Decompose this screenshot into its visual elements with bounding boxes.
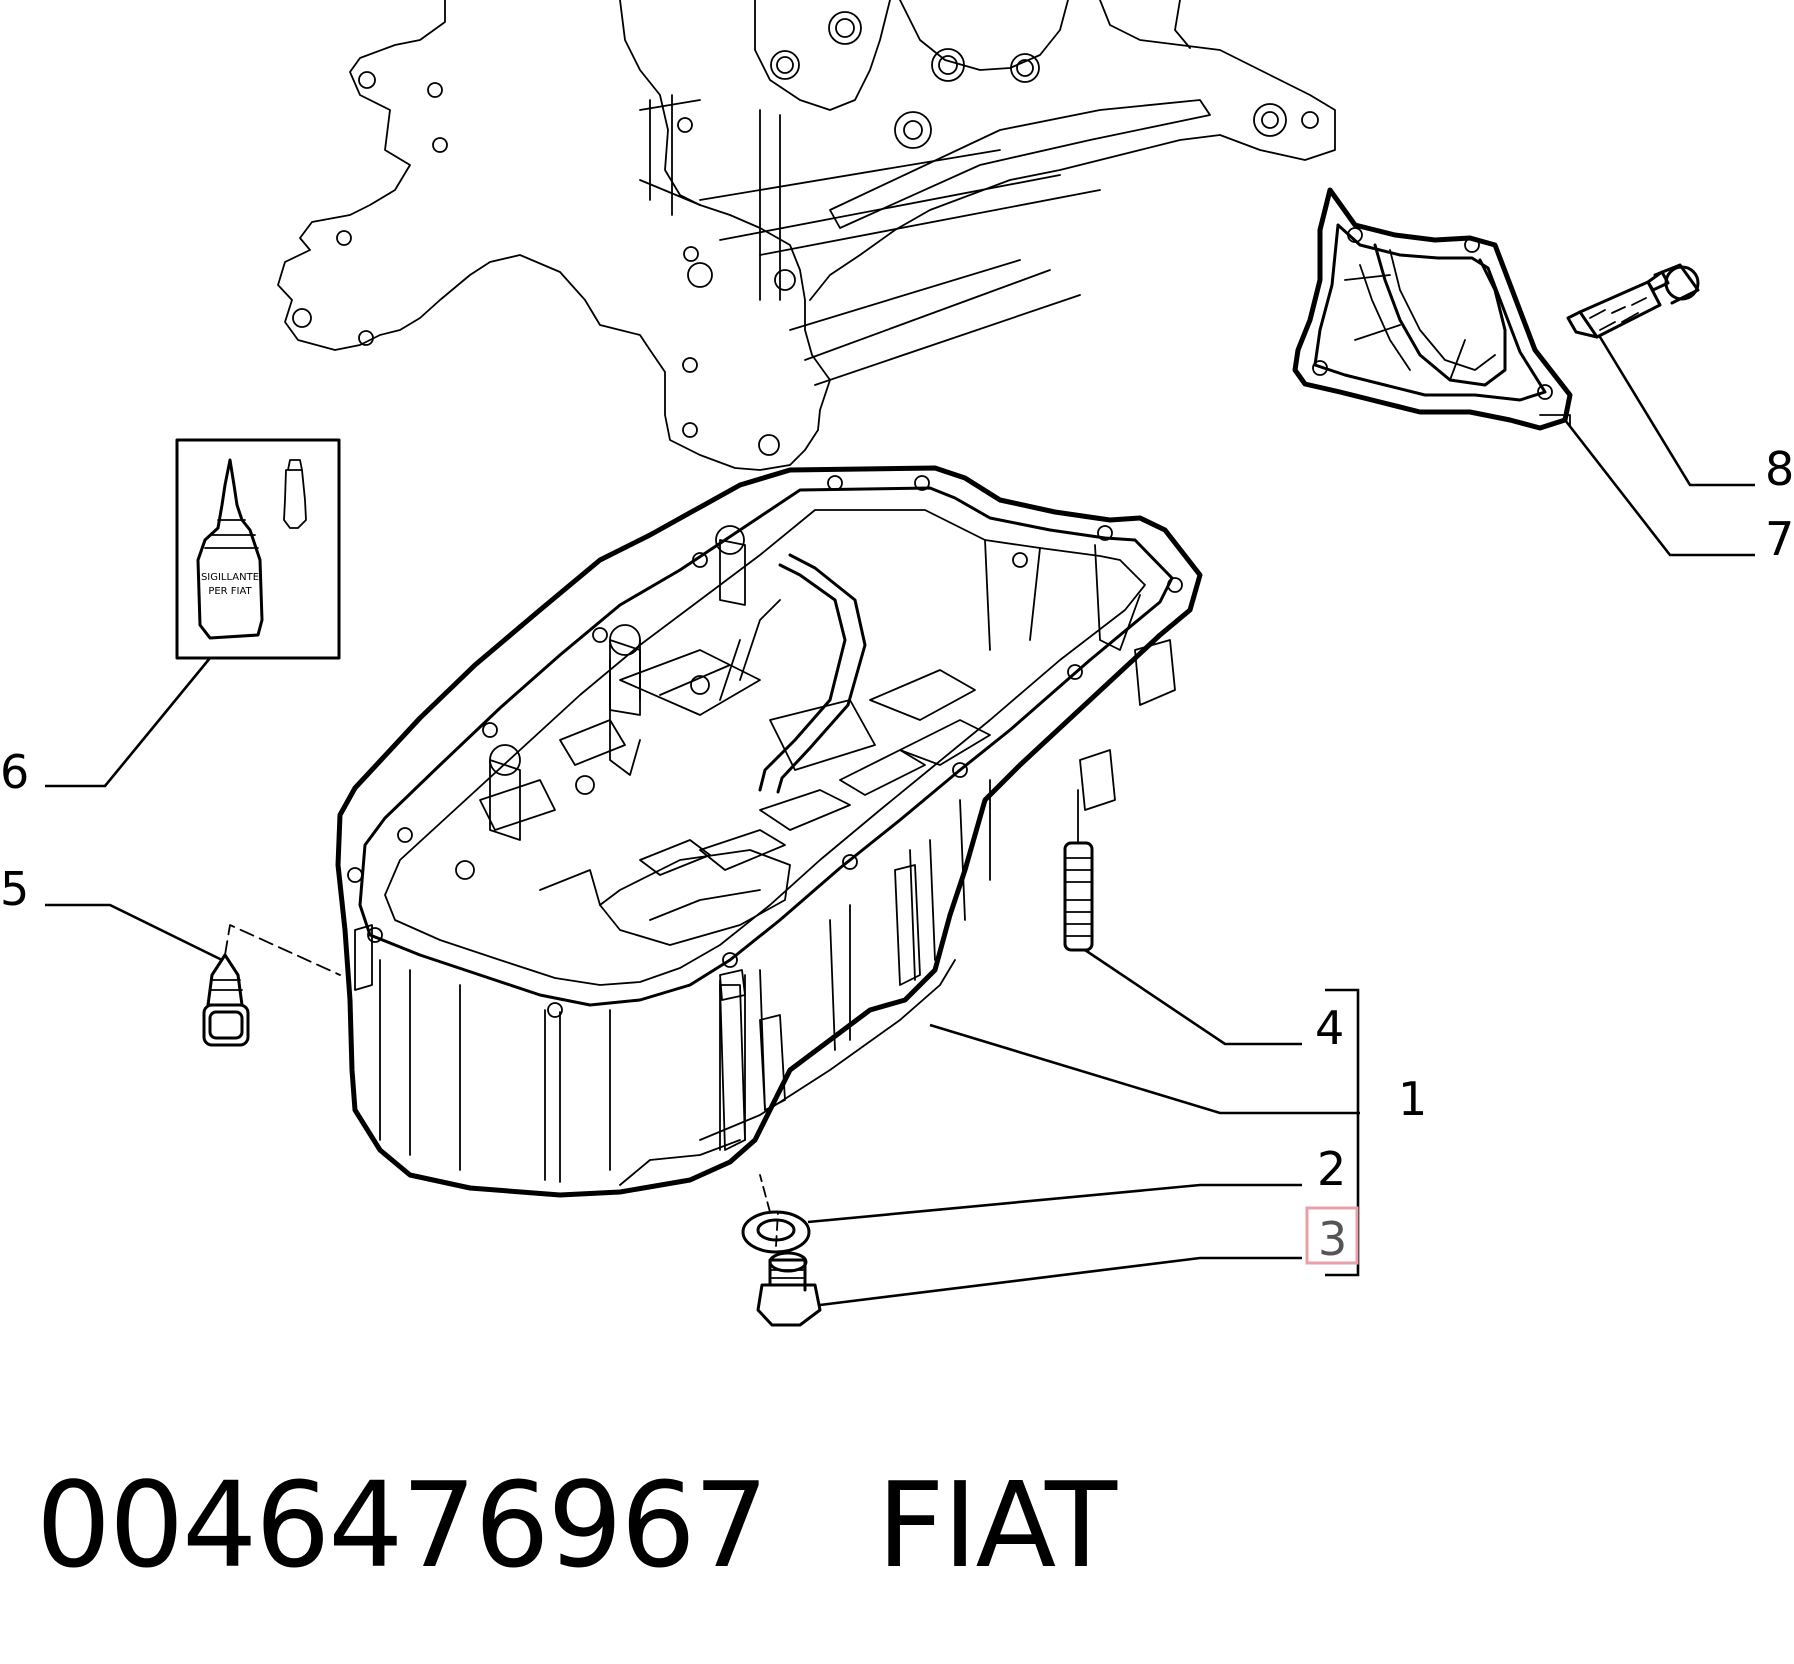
stud-bolt (1063, 789, 1094, 952)
callout-2: 2 (1317, 1142, 1346, 1196)
part-number: 0046476967 (36, 1456, 769, 1594)
callout-4: 4 (1315, 1001, 1344, 1055)
pan-screw (202, 924, 341, 1047)
callout-numbers: 6 5 8 7 4 1 2 3 (0, 442, 1794, 1266)
brand-name: FIAT (876, 1456, 1117, 1594)
callout-3-highlight-box (1305, 1206, 1359, 1265)
engine-holes (292, 11, 1319, 456)
sealant-label-line1: SIGILLANTE (201, 572, 259, 583)
cover-bolt (1566, 263, 1700, 339)
oil-pan-sump (335, 465, 1203, 1198)
callout-6: 6 (0, 745, 29, 799)
footer-caption: 0046476967 FIAT (36, 1455, 1117, 1595)
callout-7: 7 (1765, 512, 1794, 566)
callout-8: 8 (1765, 442, 1794, 496)
leader-lines (45, 336, 1755, 1307)
engine-block-drawing (277, 0, 1336, 471)
callout-3: 3 (1318, 1212, 1347, 1266)
callout-5: 5 (0, 862, 29, 916)
callout-1: 1 (1398, 1072, 1427, 1126)
drain-plug (756, 1211, 822, 1327)
sealant-tube-box: SIGILLANTE PER FIAT (175, 438, 341, 660)
rear-seal-cover (1292, 187, 1573, 431)
sealant-label-line2: PER FIAT (208, 586, 252, 597)
flange-bolt-holes (347, 475, 1183, 1018)
